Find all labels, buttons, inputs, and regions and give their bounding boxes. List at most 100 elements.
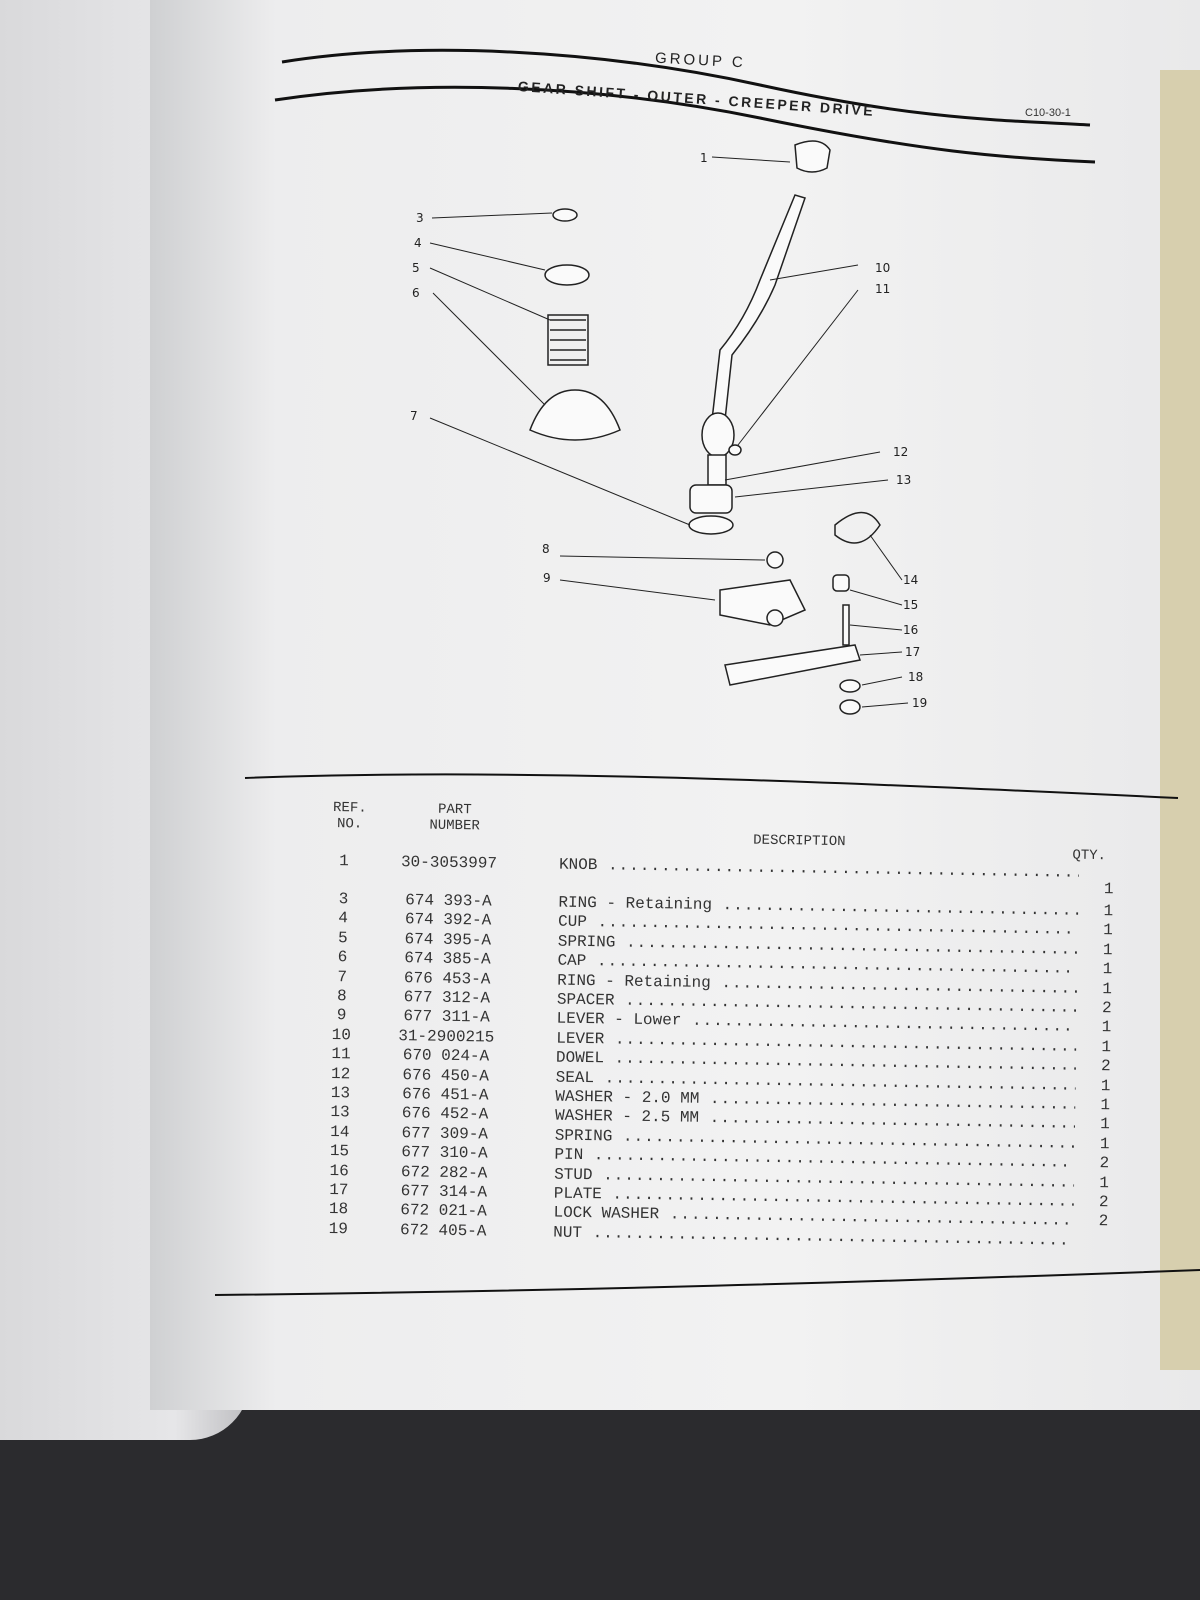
part-number: 674 395-A (404, 929, 492, 950)
ref-number: 6 (337, 948, 348, 967)
spring-coils (550, 319, 586, 361)
seal-washer-part (689, 484, 733, 514)
ref-number: 5 (337, 928, 348, 948)
header-qty: QTY. (1072, 847, 1107, 865)
spacer-part (766, 609, 784, 627)
ref-number: 17 (329, 1181, 349, 1200)
quantity: 1 (1101, 1018, 1112, 1037)
cup-part (544, 264, 590, 286)
exploded-parts-diagram: 1 3 4 5 6 7 8 9 10 11 12 13 14 15 16 17 … (410, 140, 927, 715)
quantity: 2 (1099, 1154, 1110, 1173)
ref-number: 14 (330, 1122, 350, 1142)
knob-part (794, 140, 831, 173)
part-number: 672 405-A (399, 1220, 487, 1241)
callout-4: 4 (414, 236, 422, 250)
lower-ring-part (688, 515, 734, 535)
quantity: 1 (1103, 902, 1114, 921)
part-number: 677 311-A (403, 1007, 490, 1027)
callout-5: 5 (412, 261, 420, 275)
part-number: 672 282-A (400, 1162, 488, 1183)
ref-number: 8 (336, 987, 347, 1006)
leader-lines (429, 156, 909, 708)
ref-number: 10 (331, 1025, 352, 1045)
quantity: 1 (1100, 1096, 1111, 1115)
quantity: 1 (1099, 1134, 1110, 1154)
quantity: 1 (1102, 979, 1113, 998)
spacer-part (766, 551, 784, 569)
ref-number: 9 (336, 1006, 347, 1025)
part-number: 674 392-A (404, 910, 492, 930)
part-number: 676 451-A (402, 1085, 489, 1105)
quantity: 2 (1098, 1193, 1109, 1212)
callout-15: 15 (903, 598, 918, 612)
callout-17: 17 (905, 645, 920, 659)
part-number: 672 021-A (400, 1201, 487, 1221)
quantity: 1 (1102, 960, 1113, 979)
callout-14: 14 (903, 573, 918, 587)
callout-18: 18 (908, 670, 923, 684)
torsion-spring-part (834, 511, 881, 544)
ref-number: 12 (330, 1064, 351, 1083)
part-number: 31-2900215 (398, 1026, 495, 1047)
ref-number: 19 (328, 1219, 348, 1239)
callout-10: 10 (875, 261, 890, 275)
part-number: 677 310-A (401, 1143, 488, 1163)
header-description: DESCRIPTION (753, 832, 846, 851)
part-number: 676 453-A (403, 968, 491, 989)
quantity: 1 (1102, 940, 1113, 960)
lower-lever-part (719, 579, 807, 626)
callout-19: 19 (912, 696, 927, 710)
ref-number: 18 (328, 1200, 349, 1219)
callout-8: 8 (542, 542, 550, 556)
page-edge (1160, 70, 1200, 1370)
callout-6: 6 (412, 286, 420, 300)
ref-number: 7 (337, 967, 348, 986)
callout-11: 11 (875, 282, 890, 296)
quantity: 1 (1100, 1115, 1110, 1134)
part-number: 676 452-A (401, 1104, 489, 1124)
ref-number: 15 (329, 1142, 350, 1161)
cap-part (529, 389, 621, 441)
quantity: 2 (1101, 999, 1112, 1018)
part-number: 30-3053997 (400, 853, 498, 873)
callout-12: 12 (893, 445, 908, 459)
part-number: 676 450-A (402, 1065, 490, 1086)
ref-number: 3 (338, 890, 349, 909)
callout-16: 16 (903, 623, 918, 637)
callout-3: 3 (416, 211, 424, 225)
callout-13: 13 (896, 473, 911, 487)
part-number: 677 309-A (401, 1123, 489, 1144)
callout-1: 1 (700, 151, 708, 165)
quantity: 1 (1101, 1037, 1112, 1057)
plate-part (724, 644, 861, 686)
quantity: 1 (1100, 1076, 1111, 1095)
quantity: 1 (1103, 921, 1113, 940)
ref-number: 16 (329, 1161, 349, 1180)
header-part-number: PART NUMBER (429, 801, 480, 835)
ref-number: 13 (330, 1084, 351, 1103)
quantity: 1 (1099, 1173, 1110, 1192)
quantity: 2 (1098, 1212, 1109, 1231)
part-number: 674 385-A (404, 949, 491, 969)
ref-number: 13 (330, 1103, 350, 1122)
lever-part (711, 194, 806, 421)
part-number: 674 393-A (405, 891, 492, 911)
callout-7: 7 (410, 409, 418, 423)
lever-shaft-part (707, 454, 727, 486)
quantity: 1 (1103, 880, 1114, 899)
part-number: 677 314-A (400, 1182, 488, 1202)
spring-part (547, 314, 589, 366)
header-ref: REF. NO. (332, 800, 367, 833)
quantity: 2 (1100, 1057, 1111, 1076)
part-number: 670 024-A (402, 1046, 490, 1066)
lock-washer-part (839, 679, 861, 693)
callout-9: 9 (543, 571, 551, 585)
stud-part (842, 604, 850, 646)
ref-number: 11 (331, 1045, 351, 1064)
ref-number: 4 (338, 909, 349, 928)
part-number: 677 312-A (403, 988, 491, 1008)
retaining-ring-part (552, 208, 578, 222)
page-code: C10-30-1 (1025, 107, 1071, 119)
pin-part (832, 574, 850, 592)
